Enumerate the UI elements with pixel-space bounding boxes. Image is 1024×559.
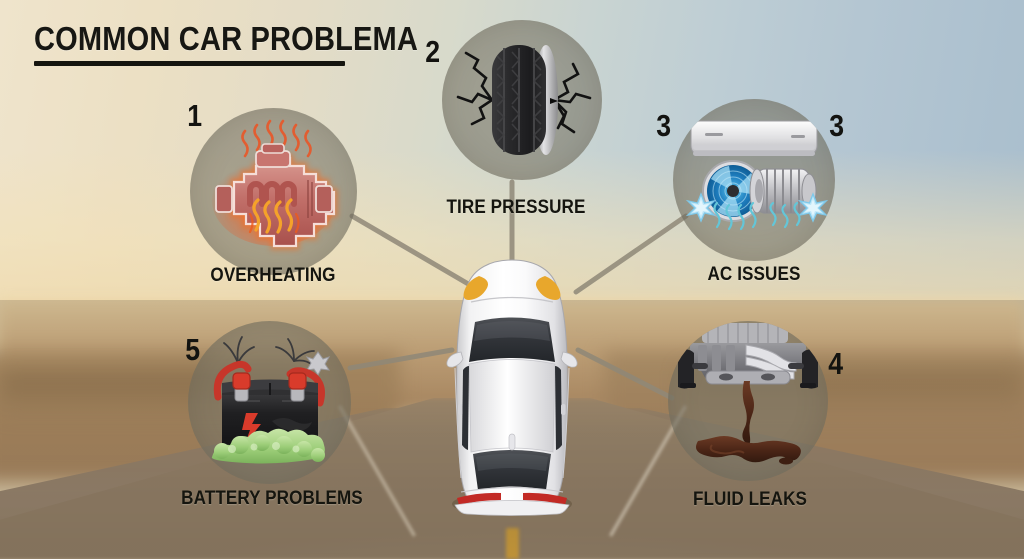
fluid-leaks-label: FLUID LEAKS <box>692 489 808 510</box>
connector-to-ac-issues <box>573 213 689 295</box>
fluid-leak-icon <box>678 323 818 465</box>
connector-to-overheating <box>349 213 485 295</box>
page-title-underline <box>34 61 345 66</box>
car-battery-icon <box>211 336 331 464</box>
road-center-line-dash-2 <box>506 528 519 559</box>
white-sedan-top-view-icon <box>446 259 578 516</box>
tire-pressure-circle[interactable] <box>442 20 602 180</box>
page-title-text: COMMON CAR PROBLEMA <box>34 20 419 57</box>
tire-pressure-label: TIRE PRESSURE <box>446 197 586 218</box>
fluid-leaks-circle[interactable] <box>668 321 828 481</box>
battery-terminal-positive <box>288 372 307 402</box>
ice-crystal-right <box>797 192 829 223</box>
ac-issues-label: AC ISSUES <box>707 264 801 285</box>
connector-to-battery-problems <box>347 347 455 371</box>
ice-crystal-left <box>685 192 717 223</box>
overheating-circle[interactable] <box>190 108 357 275</box>
battery-problems-label: BATTERY PROBLEMS <box>181 488 363 509</box>
ac-issues-number-left: 3 <box>656 108 672 143</box>
tire-pressure-number: 2 <box>425 34 441 69</box>
fluid-leaks-number: 4 <box>828 346 844 381</box>
battery-problems-number: 5 <box>185 332 201 367</box>
overheating-number: 1 <box>187 98 203 133</box>
battery-problems-circle[interactable] <box>188 321 351 484</box>
tire-crack-icon <box>456 45 592 155</box>
page-title: COMMON CAR PROBLEMA <box>34 22 470 66</box>
battery-terminal-negative <box>232 372 251 402</box>
center-car[interactable] <box>439 258 585 516</box>
engine-overheating-icon <box>212 119 338 250</box>
overheating-label: OVERHEATING <box>210 265 336 286</box>
ac-issues-circle[interactable] <box>673 99 835 261</box>
ac-issues-number-right: 3 <box>829 108 845 143</box>
air-conditioner-icon <box>685 120 829 231</box>
connector-to-fluid-leaks <box>575 347 675 401</box>
